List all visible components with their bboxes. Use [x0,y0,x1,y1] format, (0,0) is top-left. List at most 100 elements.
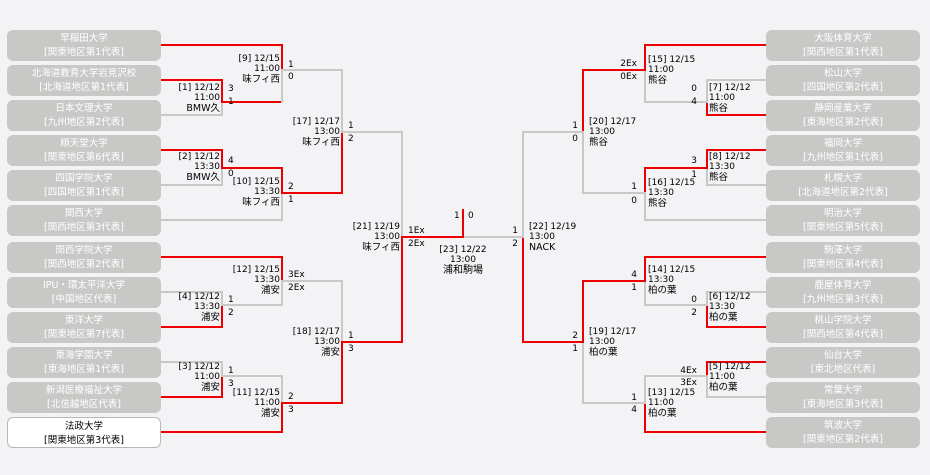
match-2-score-bottom: 0 [228,169,234,179]
match-17-score-bottom: 2 [348,134,354,144]
match-venue: BMW久 [186,103,220,114]
match-time: 13:30 [194,302,220,312]
team-name: 鹿屋体育大学 [814,280,872,291]
team-name: 東洋大学 [64,315,103,326]
team-rep: [関西地区第2代表] [44,259,124,270]
line-m4-top [161,291,223,306]
team-left-10[interactable]: 東海学園大学[東海地区第1代表] [7,347,161,378]
line-m1-bottom [161,101,223,116]
match-21-score-bottom: 2Ex [408,239,425,249]
team-left-9[interactable]: 東洋大学 [関東地区第7代表] [7,312,161,343]
match-time: 13:30 [194,162,220,172]
team-right-8[interactable]: 鹿屋体育大学[九州地区第3代表] [766,277,920,308]
match-2-score-top: 4 [228,156,234,166]
line-m22-top [522,131,584,238]
match-id: [11] 12/15 [232,388,280,398]
match-time: 11:00 [648,398,674,408]
team-right-10[interactable]: 仙台大学[東北地区代表] [766,347,920,378]
team-right-2[interactable]: 松山大学[四国地区第2代表] [766,65,920,96]
match-venue: 浦安 [260,285,280,296]
match-venue: 浦安 [320,347,340,358]
line-m13-top [644,375,708,404]
line-m22-bottom [522,236,584,343]
match-id: [2] 12/12 [178,152,220,162]
line-m20-top [582,69,646,133]
match-time: 11:00 [254,64,280,74]
match-6-score-top: 0 [691,295,697,305]
match-id: [9] 12/15 [238,54,280,64]
line-m1-top [161,79,223,103]
team-rep: [関西地区第3代表] [44,222,124,233]
team-name: 東海学園大学 [55,350,113,361]
match-time: 13:00 [374,232,400,242]
match-id: [4] 12/12 [178,292,220,302]
match-time: 13:30 [648,275,674,285]
team-left-7[interactable]: 関西学院大学[関西地区第2代表] [7,242,161,273]
team-rep: [関東地区第2代表] [803,434,883,445]
line-m21-top [341,131,403,238]
team-right-12[interactable]: 筑波大学[関東地区第2代表] [766,417,920,448]
final-score-left: 1 [454,211,460,221]
team-right-11[interactable]: 常葉大学[東海地区第3代表] [766,382,920,413]
match-id: [19] 12/17 [589,327,637,337]
team-left-2[interactable]: 北海道教育大学岩見沢校[北海道地区第1代表] [7,65,161,96]
team-right-7[interactable]: 駒澤大学[関東地区第4代表] [766,242,920,273]
match-id: [17] 12/17 [292,117,340,127]
team-right-5[interactable]: 札幌大学[北海道地区第2代表] [766,170,920,201]
team-left-11[interactable]: 新潟医療福祉大学[北信越地区代表] [7,382,161,413]
line-m3-bottom [161,375,223,398]
match-20-score-bottom: 0 [572,134,578,144]
team-left-12-champion[interactable]: 法政大学[関東地区第3代表] [7,417,161,448]
match-time: 11:00 [194,372,220,382]
team-name: 札幌大学 [823,173,862,184]
team-rep: [四国地区第1代表] [44,187,124,198]
match-18-score-bottom: 3 [348,344,354,354]
team-left-3[interactable]: 日本文理大学[九州地区第2代表] [7,100,161,131]
line-m5-bottom [706,375,767,398]
team-right-9[interactable]: 桃山学院大学[関西地区第4代表] [766,312,920,343]
match-time: 11:00 [648,65,674,75]
team-right-6[interactable]: 明治大学[関東地区第5代表] [766,205,920,236]
match-19-score-bottom: 1 [572,344,578,354]
team-left-6[interactable]: 関西大学[関西地区第3代表] [7,205,161,236]
match-5-score-top: 4Ex [680,366,697,376]
match-time: 13:30 [648,188,674,198]
match-id: [21] 12/19 [352,222,400,232]
match-16-score-top: 1 [631,182,637,192]
team-right-1[interactable]: 大阪体育大学[関西地区第1代表] [766,30,920,61]
line-m13-bottom [644,402,767,433]
team-right-4[interactable]: 福岡大学[九州地区第1代表] [766,135,920,166]
team-rep: [東北地区代表] [810,364,876,375]
line-m5-top [706,361,767,377]
team-left-5[interactable]: 四国学院大学[四国地区第1代表] [7,170,161,201]
team-left-8[interactable]: IPU・環太平洋大学[中国地区代表] [7,277,161,308]
team-rep: [関西地区第4代表] [803,329,883,340]
match-16-score-bottom: 0 [631,196,637,206]
line-m12-bottom [221,280,283,306]
line-m14-top [644,256,767,282]
line-m17-bottom [281,131,343,194]
team-name: 駒澤大学 [823,245,862,256]
match-id: [13] 12/15 [648,388,696,398]
team-right-3[interactable]: 静岡産業大学[東海地区第2代表] [766,100,920,131]
team-left-4[interactable]: 順天堂大学[関東地区第6代表] [7,135,161,166]
match-13-score-top: 1 [631,393,637,403]
match-venue: BMW久 [186,172,220,183]
match-time: 13:30 [254,275,280,285]
match-venue: 味フィ西 [362,242,400,253]
team-left-1[interactable]: 早稲田大学[関東地区第1代表] [7,30,161,61]
line-m8-top [706,149,767,169]
line-m6-bottom [706,304,767,328]
match-11-score-top: 2 [288,392,294,402]
match-6-score-bottom: 2 [691,308,697,318]
match-id: [7] 12/12 [709,83,751,93]
team-rep: [関東地区第7代表] [44,329,124,340]
line-m18-top [281,280,343,343]
